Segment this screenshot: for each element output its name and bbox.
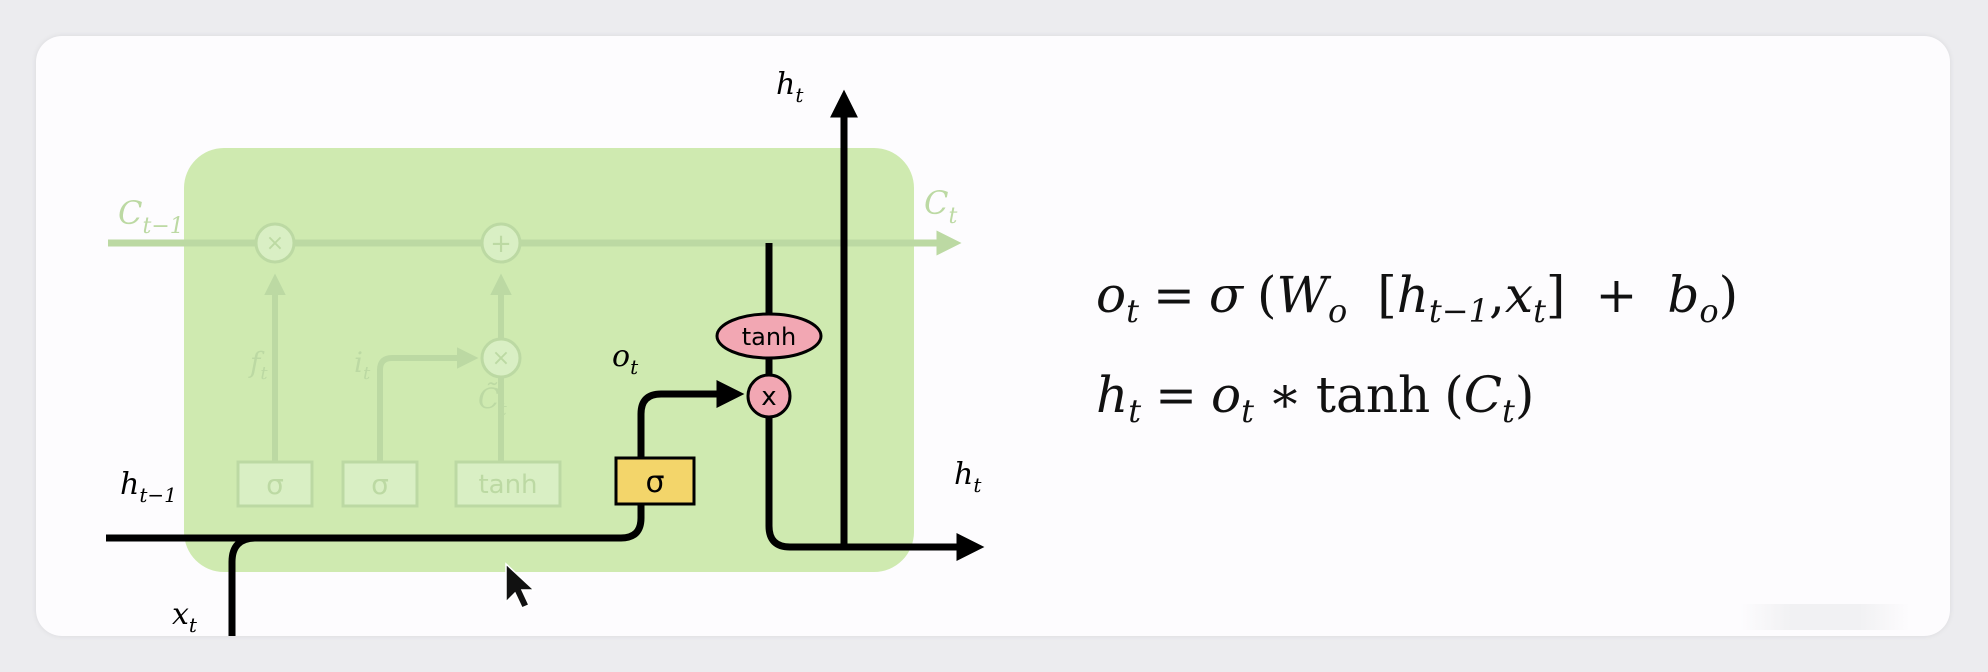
label-c-tilde: C̃t xyxy=(478,382,507,420)
blurred-watermark xyxy=(1740,604,1910,630)
svg-text:σ: σ xyxy=(266,468,284,501)
svg-text:x: x xyxy=(761,382,776,412)
svg-text:σ: σ xyxy=(645,465,664,500)
svg-text:ht: ht xyxy=(776,67,804,107)
hidden-state-formula: ht=ot∗tanh(Ct) xyxy=(1096,366,1535,430)
label-c-prev: Ct−1 xyxy=(118,194,184,239)
svg-text:ht−1: ht−1 xyxy=(120,467,177,507)
svg-text:σ: σ xyxy=(371,468,389,501)
svg-text:ht: ht xyxy=(954,457,982,497)
label-h-right: ht xyxy=(954,457,982,497)
svg-text:tanh: tanh xyxy=(742,323,797,351)
multiply-op-forget: × xyxy=(254,222,296,264)
candidate-tanh-box: tanh xyxy=(454,460,562,508)
label-i-gate: it xyxy=(354,346,371,384)
label-x-in: xt xyxy=(172,597,198,636)
label-h-prev: ht−1 xyxy=(120,467,177,507)
svg-text:Ct: Ct xyxy=(924,184,957,229)
forget-sigma-box: σ xyxy=(236,460,314,508)
svg-text:it: it xyxy=(354,346,371,384)
lstm-diagram: × + × σ σ tanh Ct−1 Ct ft xyxy=(106,67,985,636)
output-tanh-pill: tanh xyxy=(715,312,823,360)
mouse-cursor-icon xyxy=(505,562,536,609)
h-prev-line xyxy=(106,504,645,542)
svg-text:×: × xyxy=(266,231,284,256)
lstm-cell-background xyxy=(184,148,914,572)
slide-card: × + × σ σ tanh Ct−1 Ct ft xyxy=(36,36,1950,636)
label-h-top: ht xyxy=(776,67,804,107)
o-gate-to-multiply xyxy=(637,380,745,458)
svg-text:+: + xyxy=(490,229,512,259)
output-multiply-op: x xyxy=(746,373,792,419)
svg-text:xt: xt xyxy=(172,597,198,636)
svg-text:C̃t: C̃t xyxy=(478,382,507,420)
add-op: + xyxy=(480,222,522,264)
faded-input-path xyxy=(377,347,479,506)
output-sigma-box: σ xyxy=(614,456,696,506)
label-o-gate: ot xyxy=(612,339,639,379)
formulas: ot=σ(Wo[ht−1,xt]+bo) ht=ot∗tanh(Ct) xyxy=(1096,266,1916,466)
svg-text:×: × xyxy=(492,346,510,371)
output-gate-formula: ot=σ(Wo[ht−1,xt]+bo) xyxy=(1096,266,1739,330)
multiply-op-input: × xyxy=(480,337,522,379)
multiply-to-ht-line xyxy=(765,416,985,561)
svg-text:Ct−1: Ct−1 xyxy=(118,194,184,239)
svg-text:tanh: tanh xyxy=(478,470,537,500)
label-c-next: Ct xyxy=(924,184,957,229)
input-sigma-box: σ xyxy=(341,460,419,508)
svg-text:ot: ot xyxy=(612,339,639,379)
